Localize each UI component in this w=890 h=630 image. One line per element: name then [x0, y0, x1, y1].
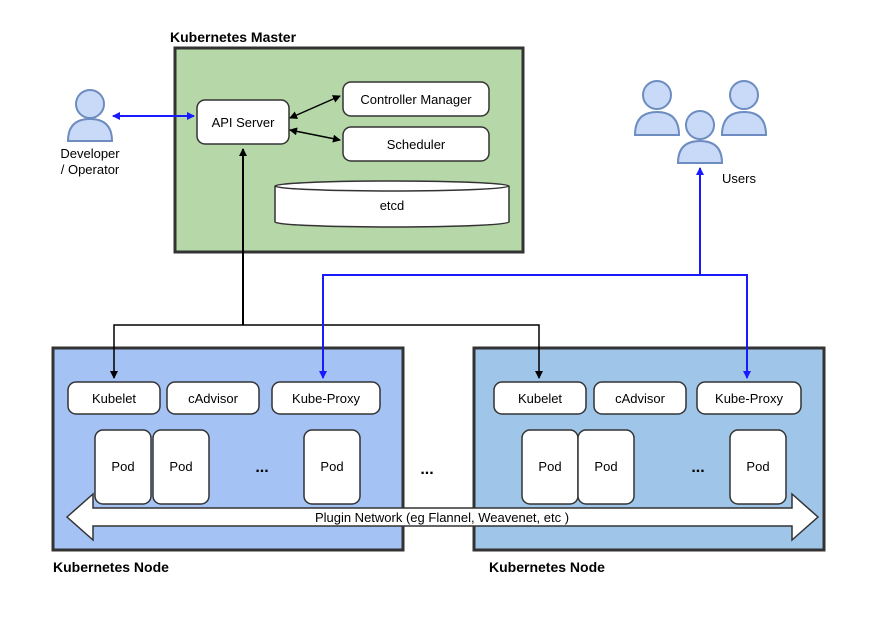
node-1-title: Kubernetes Node — [53, 559, 169, 575]
node-2-cadvisor-box[interactable]: cAdvisor — [593, 381, 687, 415]
node-1-pod-3[interactable]: Pod — [303, 429, 361, 505]
node-2-pod-1-label: Pod — [538, 459, 561, 474]
controller-manager-label: Controller Manager — [360, 92, 472, 107]
plugin-network-label: Plugin Network (eg Flannel, Weavenet, et… — [315, 510, 569, 525]
node-2-pod-ellipsis: ... — [691, 459, 704, 476]
node-1-kube-proxy-box[interactable]: Kube-Proxy — [271, 381, 381, 415]
node-1-pod-2[interactable]: Pod — [152, 429, 210, 505]
node-1-pod-ellipsis: ... — [255, 459, 268, 476]
node-2-pod-3[interactable]: Pod — [729, 429, 787, 505]
controller-manager-box[interactable]: Controller Manager — [342, 81, 490, 117]
kube-proxy-link — [319, 274, 751, 379]
node-2-pod-1[interactable]: Pod — [521, 429, 579, 505]
users-label: Users — [722, 171, 756, 186]
between-nodes-ellipsis: ... — [420, 461, 433, 478]
node-1-pod-1-label: Pod — [111, 459, 134, 474]
etcd-cylinder[interactable]: etcd — [274, 180, 510, 228]
node-2-pod-2-label: Pod — [594, 459, 617, 474]
node-2-kube-proxy-box[interactable]: Kube-Proxy — [696, 381, 802, 415]
users-group-icon — [633, 80, 768, 164]
api-scheduler-link — [289, 127, 341, 143]
node-2-kubelet-box[interactable]: Kubelet — [493, 381, 587, 415]
node-2-kubelet-label: Kubelet — [518, 391, 562, 406]
node-1-cadvisor-label: cAdvisor — [188, 391, 239, 406]
developer-label: Developer — [60, 146, 120, 161]
operator-label: / Operator — [61, 162, 120, 177]
api-server-box[interactable]: API Server — [196, 99, 290, 145]
developer-person-icon — [66, 89, 114, 142]
api-server-label: API Server — [212, 115, 276, 130]
scheduler-box[interactable]: Scheduler — [342, 126, 490, 162]
node-1-pod-1[interactable]: Pod — [94, 429, 152, 505]
etcd-label: etcd — [380, 198, 405, 213]
node-2-pod-3-label: Pod — [746, 459, 769, 474]
scheduler-label: Scheduler — [387, 137, 446, 152]
api-to-kubelets-link — [110, 324, 543, 379]
master-title: Kubernetes Master — [170, 29, 297, 45]
node-2-cadvisor-label: cAdvisor — [615, 391, 666, 406]
node-1-kubelet-box[interactable]: Kubelet — [67, 381, 161, 415]
node-2-title: Kubernetes Node — [489, 559, 605, 575]
node-1-pod-2-label: Pod — [169, 459, 192, 474]
node-2-pod-2[interactable]: Pod — [577, 429, 635, 505]
node-1-kubelet-label: Kubelet — [92, 391, 136, 406]
node-1-pod-3-label: Pod — [320, 459, 343, 474]
api-controller-link — [289, 95, 341, 119]
plugin-network-arrow: Plugin Network (eg Flannel, Weavenet, et… — [65, 492, 820, 542]
node-2-kube-proxy-label: Kube-Proxy — [715, 391, 783, 406]
node-1-kube-proxy-label: Kube-Proxy — [292, 391, 360, 406]
node-1-cadvisor-box[interactable]: cAdvisor — [166, 381, 260, 415]
